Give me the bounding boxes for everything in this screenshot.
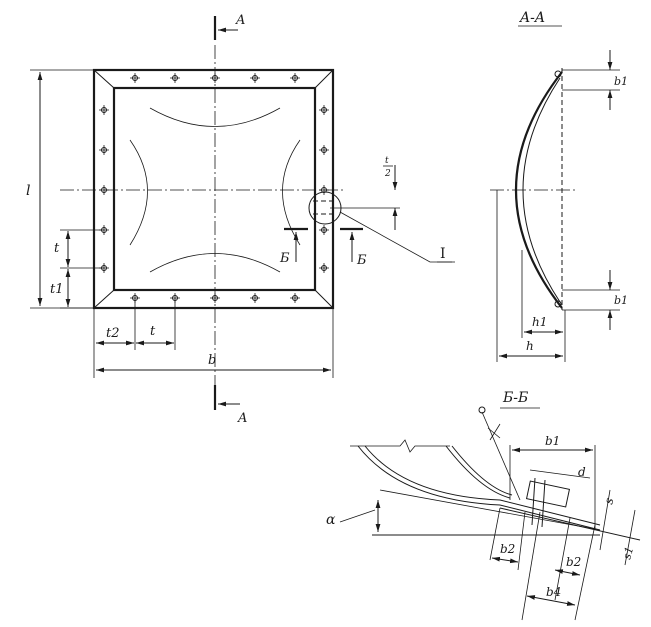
bolt-cross [130,73,140,83]
bb-d-label: d [578,465,586,479]
bolt-cross [290,293,300,303]
membrane-arcs [129,107,301,273]
bolt-cross [319,225,329,235]
bb-s1-label: s1 [620,545,636,561]
aa-b1-bottom-label: b1 [614,294,628,307]
detail-i-label: I [440,246,446,262]
bb-s-label: s [601,496,616,506]
dim-t-half-den: 2 [384,169,391,179]
bolt-cross [319,263,329,273]
section-b-right-label: Б [356,253,367,268]
bb-b1-label: b1 [545,434,560,448]
bolt-cross [170,73,180,83]
dim-t2-label: t2 [106,326,120,341]
bolt-cross [99,185,109,195]
bolt-cross [319,185,329,195]
aa-b1-top-label: b1 [614,75,628,88]
bolt-holes [99,73,329,303]
bb-alpha-label: α [326,512,336,528]
inner-frame [112,86,317,292]
view-bb-title: Б-Б [502,390,528,406]
dim-b-label: b [208,353,216,368]
bolt-cross [99,145,109,155]
bolt-cross [250,293,260,303]
bb-b4-label: b4 [546,585,561,599]
aa-h1-label: h1 [532,315,547,329]
bolt-cross [290,73,300,83]
clamp-block [525,480,571,508]
bb-b2-right-label: b2 [566,555,581,569]
outer-frame [92,68,335,310]
dim-t-left-label: t [54,241,60,256]
bolt-cross [319,145,329,155]
dim-t-bottom-label: t [150,324,156,339]
dim-l-label: l [26,183,30,199]
bolt-cross [319,105,329,115]
dim-t-half-num: t [385,156,389,166]
view-aa-title: A-A [518,10,545,26]
frame-corner-miters [93,69,334,309]
bolt-cross [99,105,109,115]
detail-circle [308,191,342,225]
section-a-bottom-label: A [237,411,247,426]
bolt-cross [210,293,220,303]
plan-view: A A l t t1 t2 t b t 2 I [26,13,455,426]
section-b-left-label: Б [279,251,290,266]
section-a-top-label: A [235,13,245,28]
bolt-cross [210,73,220,83]
dim-t1-label: t1 [50,282,64,297]
section-aa-view: A-A b1 b1 h1 h [490,10,628,362]
aa-h-label: h [526,339,534,353]
bolt-cross [250,73,260,83]
section-bb-view: Б-Б b1 d s s1 α b2 b2 b4 [326,390,641,621]
bb-b2-left-label: b2 [500,542,515,556]
